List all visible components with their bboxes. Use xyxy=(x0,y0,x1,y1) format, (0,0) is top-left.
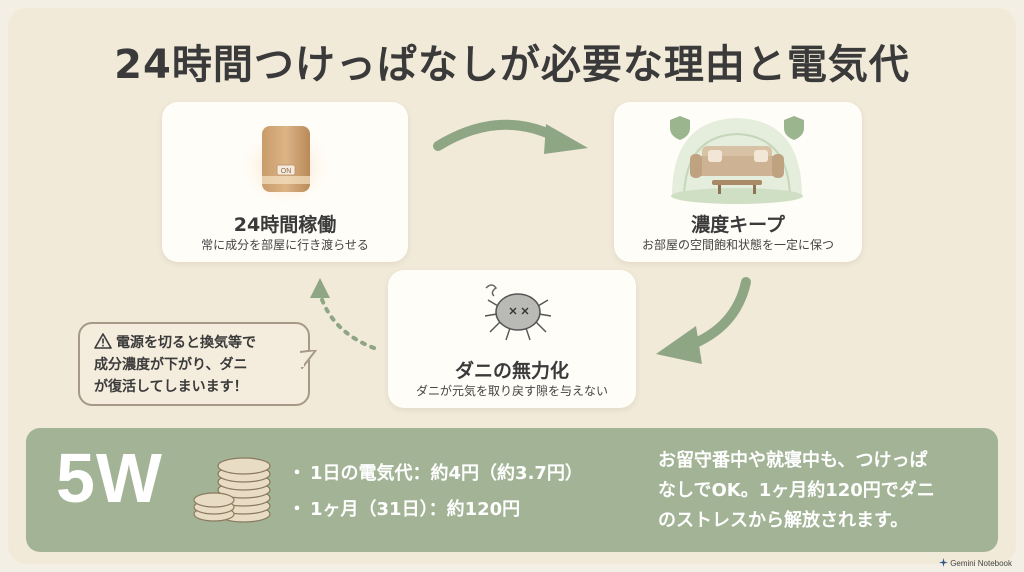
device-on-label: ON xyxy=(281,168,292,175)
list-item: ・1ヶ月（31日）：約120円 xyxy=(288,499,521,520)
note-line: なしでOK。1ヶ月約120円でダニ xyxy=(658,480,935,501)
diffuser-device-icon: ON xyxy=(242,122,330,202)
note-line: のストレスから解放されます。 xyxy=(658,510,909,531)
electricity-cost-panel: 5W ・1日の電気代：約4円（約3.7円） ・1ヶ月（31日）：約120円 お留… xyxy=(26,428,998,552)
monthly-cost-text: 1ヶ月（31日）：約120円 xyxy=(310,499,521,520)
card-title: 24時間稼働 xyxy=(233,214,337,236)
daily-cost-text: 1日の電気代：約4円（約3.7円） xyxy=(310,463,583,484)
card-keep-concentration: 濃度キープ お部屋の空間飽和状態を一定に保つ xyxy=(614,102,862,262)
brand-logo-icon xyxy=(938,558,948,567)
cost-note: お留守番中や就寝中も、つけっぱ なしでOK。1ヶ月約120円でダニ のストレスか… xyxy=(658,446,978,536)
card-subtitle: ダニが元気を取り戻す隙を与えない xyxy=(415,384,608,398)
card-neutralize-mites: ダニの無力化 ダニが元気を取り戻す隙を与えない xyxy=(388,270,636,408)
arrow-card2-to-card3 xyxy=(656,277,751,364)
card-subtitle: 常に成分を部屋に行き渡らせる xyxy=(201,238,369,252)
card-subtitle: お部屋の空間飽和状態を一定に保つ xyxy=(641,238,834,252)
arrow-card1-to-card2 xyxy=(433,119,588,154)
card-title: ダニの無力化 xyxy=(454,360,569,382)
arrow-card3-to-card1-dotted xyxy=(310,278,376,350)
warning-line: 電源を切ると換気等で xyxy=(116,335,256,351)
page-title: 24時間つけっぱなしが必要な理由と電気代 xyxy=(114,42,910,88)
list-item: ・1日の電気代：約4円（約3.7円） xyxy=(288,463,583,484)
warning-bubble: 電源を切ると換気等で 成分濃度が下がり、ダニ が復活してしまいます！ xyxy=(78,322,310,406)
warning-icon xyxy=(94,333,112,349)
card-title: 濃度キープ xyxy=(691,214,785,236)
brand-watermark: Gemini Notebook xyxy=(938,558,1012,568)
coins-icon xyxy=(193,457,271,523)
card-24h-operation: ON 24時間稼働 常に成分を部屋に行き渡らせる xyxy=(162,102,408,262)
warning-bubble-tail xyxy=(300,350,317,369)
protected-sofa-icon xyxy=(670,116,804,204)
brand-name: Gemini Notebook xyxy=(950,559,1012,568)
note-line: お留守番中や就寝中も、つけっぱ xyxy=(658,450,928,471)
power-consumption-value: 5W xyxy=(56,439,163,517)
warning-line: が復活してしまいます！ xyxy=(94,379,248,395)
cost-bullet-list: ・1日の電気代：約4円（約3.7円） ・1ヶ月（31日）：約120円 xyxy=(288,456,583,528)
knocked-out-mite-icon xyxy=(484,284,552,341)
warning-line: 成分濃度が下がり、ダニ xyxy=(94,357,248,373)
